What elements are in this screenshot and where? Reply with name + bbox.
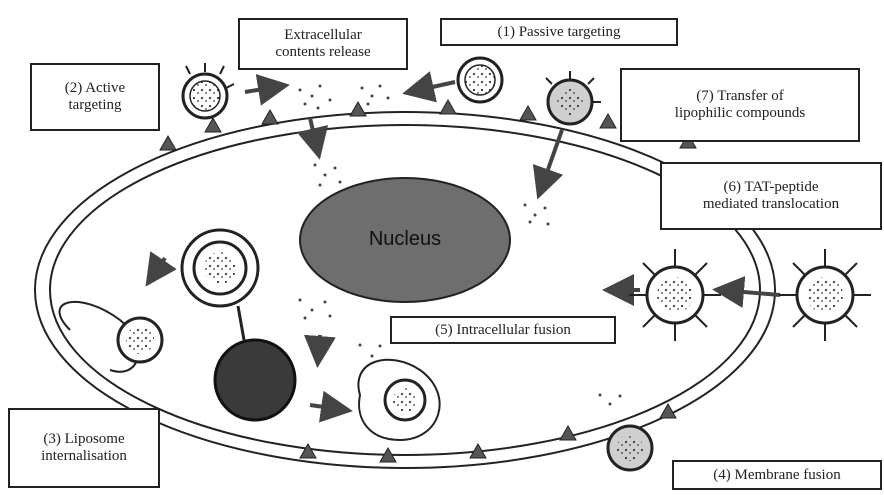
nucleus-label: Nucleus bbox=[330, 228, 480, 251]
label-active-targeting: (2) Active targeting bbox=[30, 63, 160, 131]
liposome-membrane-fusion bbox=[608, 426, 652, 470]
internalising-liposome bbox=[60, 302, 162, 372]
label-liposome-internalisation: (3) Liposome internalisation bbox=[8, 408, 160, 488]
lysosome bbox=[215, 306, 295, 420]
tat-liposome-outside bbox=[779, 249, 871, 341]
label-extracellular-release: Extracellular contents release bbox=[238, 18, 408, 70]
liposome-passive bbox=[458, 58, 502, 102]
endosome bbox=[182, 230, 258, 306]
label-passive-targeting: (1) Passive targeting bbox=[440, 18, 678, 46]
tat-liposome-entering bbox=[629, 249, 721, 341]
fusion-vesicle bbox=[358, 360, 439, 440]
label-lipophilic-transfer: (7) Transfer of lipophilic compounds bbox=[620, 68, 860, 142]
label-membrane-fusion: (4) Membrane fusion bbox=[672, 460, 882, 490]
label-intracellular-fusion: (5) Intracellular fusion bbox=[390, 316, 616, 344]
liposome-lipophilic bbox=[546, 71, 601, 124]
label-tat-peptide: (6) TAT-peptide mediated translocation bbox=[660, 162, 882, 230]
liposome-active bbox=[183, 63, 234, 118]
